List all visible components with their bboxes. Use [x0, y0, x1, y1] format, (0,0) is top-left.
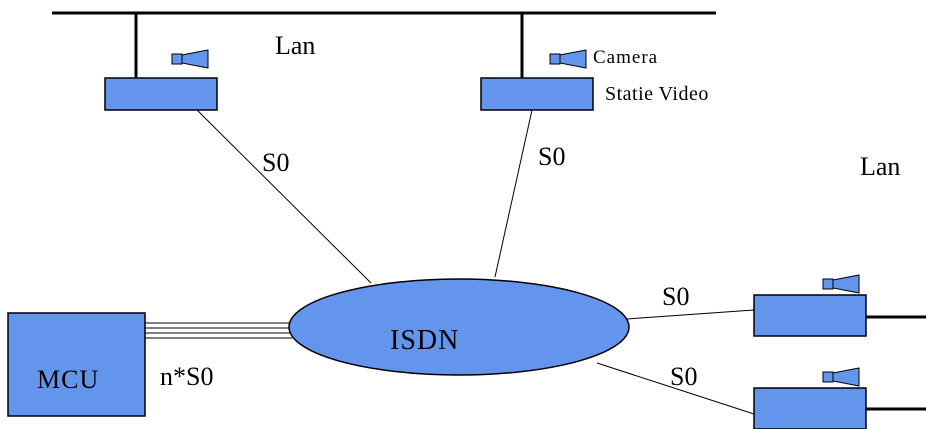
n-s0-bundle — [145, 322, 292, 339]
s0-label-right-top: S0 — [662, 282, 689, 311]
camera-icon — [822, 274, 860, 294]
lan-label-top: Lan — [275, 31, 315, 60]
mcu-box — [7, 312, 146, 417]
mcu-label: MCU — [37, 365, 99, 394]
isdn-label: ISDN — [390, 325, 459, 356]
video-station-icon — [753, 387, 867, 429]
camera-icon — [549, 49, 587, 69]
s0-label-left: S0 — [262, 148, 289, 177]
station-video-label: Statie Video — [605, 83, 709, 105]
s0-label-mid: S0 — [538, 142, 565, 171]
video-station-icon — [480, 77, 594, 111]
lan-label-right: Lan — [860, 152, 900, 181]
camera-icon — [822, 367, 860, 387]
s0-label-right-bottom: S0 — [670, 362, 697, 391]
camera-icon — [171, 49, 209, 69]
video-station-icon — [753, 294, 867, 337]
s0-link-mid — [494, 109, 533, 278]
camera-label: Camera — [593, 47, 658, 68]
s0-link-right-top — [626, 309, 755, 320]
s0-link-left — [196, 109, 372, 284]
s0-link-right-bottom — [596, 362, 755, 415]
isdn-network — [288, 278, 630, 376]
video-station-icon — [104, 77, 218, 111]
n-s0-label: n*S0 — [160, 362, 213, 391]
